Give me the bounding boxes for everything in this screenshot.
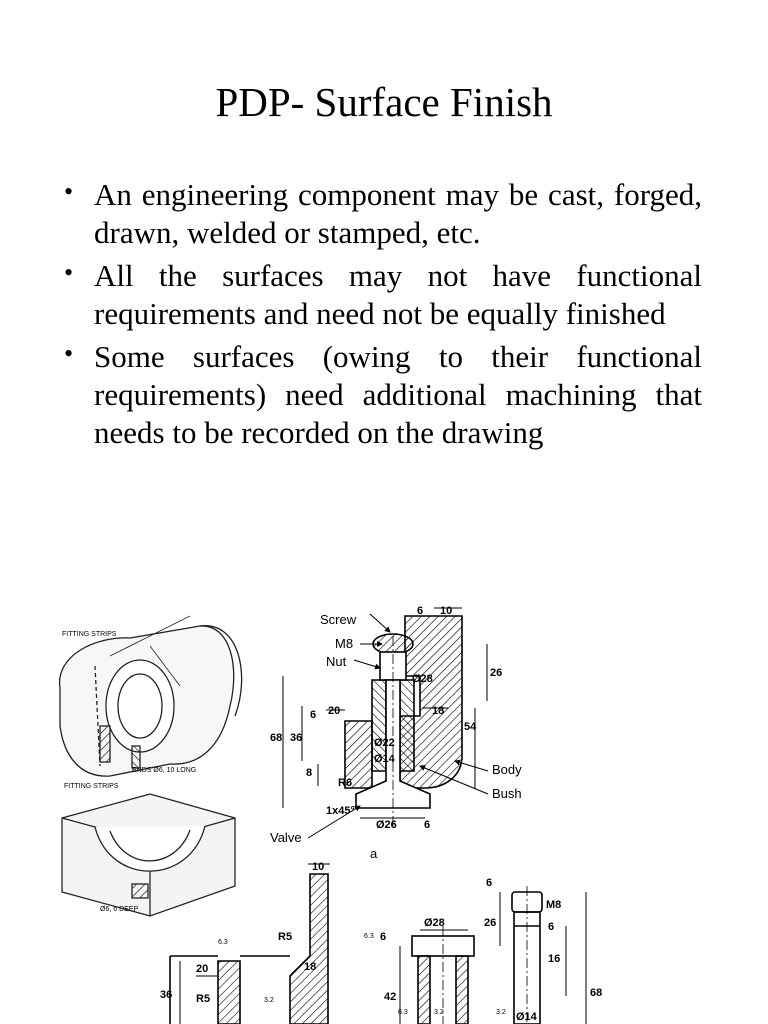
dim-label: 54 [464, 721, 477, 733]
bullet-list: • An engineering component may be cast, … [64, 176, 702, 457]
label-body: Body [492, 762, 522, 777]
bullet-text: Some surfaces (owing to their functional… [94, 339, 702, 450]
dim-label: 18 [304, 961, 316, 973]
valve-assembly-section [344, 615, 463, 826]
bullet-marker: • [64, 339, 74, 368]
dim-label: 16 [548, 953, 560, 965]
dim-label: 6 [424, 819, 430, 831]
dim-label: 36 [290, 732, 302, 744]
surface-finish-value: 6.3 [218, 939, 228, 946]
engineering-drawing-figure: FITTING STRIPS ENDS Ø6, 10 LONG FITTING … [59, 605, 602, 1024]
label-valve: Valve [270, 830, 302, 845]
slide-title: PDP- Surface Finish [215, 79, 553, 125]
dim-label: 36 [160, 989, 172, 1001]
detail-bush-part [411, 926, 475, 1024]
dim-label: M8 [546, 899, 561, 911]
iso-label-fitting-strips-2: FITTING STRIPS [64, 783, 119, 790]
bullet-marker: • [64, 177, 74, 206]
isometric-bearing-bottom [61, 793, 236, 917]
dim-label: 18 [432, 705, 444, 717]
bullet-text: All the surfaces may not have functional… [94, 258, 702, 331]
bullet-marker: • [64, 258, 74, 287]
dim-label: 6 [486, 877, 492, 889]
label-nut: Nut [326, 654, 347, 669]
iso-label-deep: Ø6, 6 DEEP [100, 906, 138, 913]
bullet-item: • All the surfaces may not have function… [64, 257, 702, 333]
bullet-item: • An engineering component may be cast, … [64, 176, 702, 252]
detail-body-part [169, 873, 329, 1024]
surface-finish-value: 3.2 [264, 997, 274, 1004]
dim-label: R5 [196, 993, 210, 1005]
detail-dimension-lines [179, 863, 587, 1024]
dim-label: R6 [338, 777, 352, 789]
surface-finish-value: 3.2 [434, 1009, 444, 1016]
dim-label: 10 [440, 605, 452, 617]
dim-label: 6 [417, 605, 423, 617]
dim-label: Ø28 [424, 917, 445, 929]
dim-label: Ø26 [376, 819, 397, 831]
dim-label: Ø14 [516, 1011, 538, 1023]
label-screw: Screw [320, 612, 357, 627]
dim-label: 6 [310, 709, 316, 721]
dim-label: 20 [196, 963, 208, 975]
detail-screw-part [511, 886, 543, 1024]
dim-label: Ø14 [374, 753, 396, 765]
surface-finish-value: 6.3 [364, 933, 374, 940]
iso-label-ends: ENDS Ø6, 10 LONG [132, 767, 196, 774]
isometric-bearing-top [59, 615, 243, 777]
dim-label: 6 [548, 921, 554, 933]
figure-caption: a [370, 846, 378, 861]
dim-label: 10 [312, 861, 324, 873]
label-bush: Bush [492, 786, 522, 801]
dim-label: 1x45° [326, 805, 355, 817]
dim-label: 26 [484, 917, 496, 929]
iso-label-fitting-strips: FITTING STRIPS [62, 631, 117, 638]
assembly-dimension-lines [282, 607, 489, 839]
label-m8: M8 [335, 636, 353, 651]
bullet-item: • Some surfaces (owing to their function… [64, 338, 702, 452]
dim-label: Ø28 [412, 673, 433, 685]
dim-label: 68 [590, 987, 602, 999]
dim-label: 20 [328, 705, 340, 717]
dim-label: 8 [306, 767, 312, 779]
surface-finish-value: 6.3 [398, 1009, 408, 1016]
surface-finish-value: 3.2 [496, 1009, 506, 1016]
dim-label: 26 [490, 667, 502, 679]
dim-label: 42 [384, 991, 396, 1003]
bullet-text: An engineering component may be cast, fo… [94, 177, 702, 250]
dim-label: 68 [270, 732, 282, 744]
dim-label: R5 [278, 931, 292, 943]
dim-label: 6 [380, 931, 386, 943]
dim-label: Ø22 [374, 737, 395, 749]
